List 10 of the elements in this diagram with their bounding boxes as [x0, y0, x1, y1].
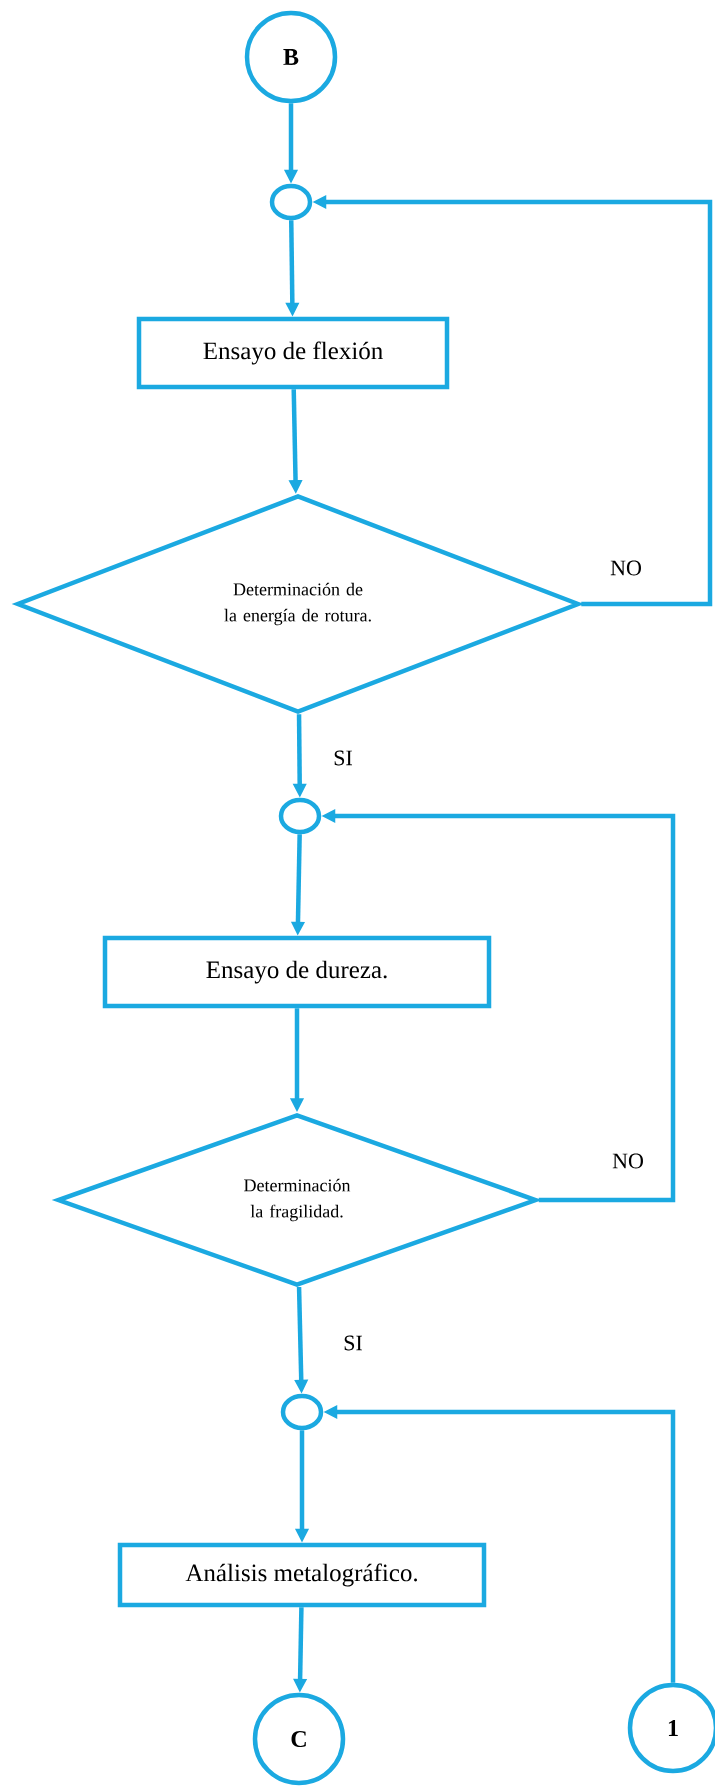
process-box: Análisis metalográfico. [117, 1542, 487, 1608]
edge-label: NO [610, 560, 641, 576]
edge-label: SI [344, 1335, 362, 1351]
connector-circle [278, 797, 322, 835]
edge-label: NO [612, 1153, 643, 1169]
edge-label: SI [334, 750, 352, 766]
connector-circle [280, 1393, 324, 1431]
process-box: Ensayo de dureza. [102, 935, 492, 1009]
process-box: Ensayo de flexión [136, 316, 450, 390]
connector-circle [269, 183, 313, 221]
